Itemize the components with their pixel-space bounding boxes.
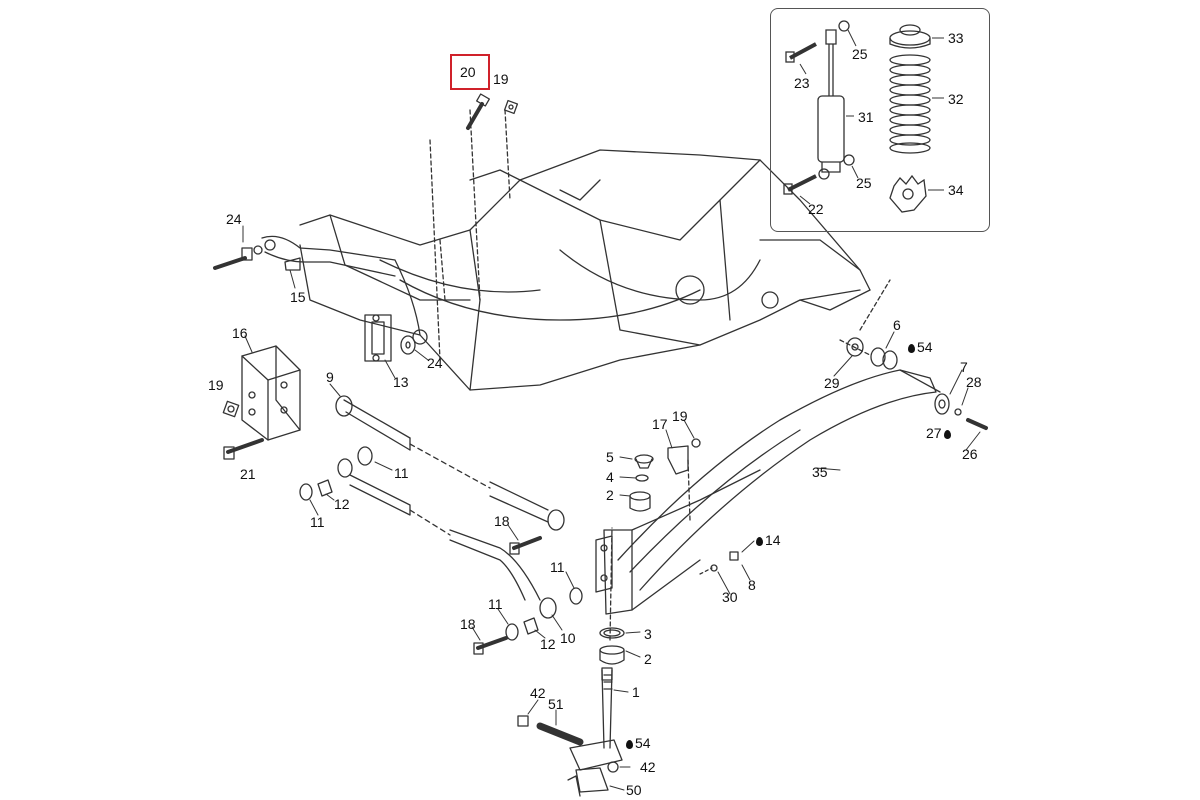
callout-11: 11 [394,465,409,481]
callout-18: 18 [460,616,476,632]
callout-7: 7 [960,359,968,375]
bolt-22 [783,174,817,195]
callout-23: 23 [794,75,810,91]
bolt-21 [223,438,264,460]
callout-15: 15 [290,289,306,305]
lubricant-drop-icon [626,740,633,749]
bracket-15 [261,235,428,345]
spring-seat-33 [889,24,931,49]
washers-25 [818,20,855,180]
spindle-stack [569,454,654,771]
washer-19-top [503,99,519,115]
spring-32 [889,54,931,154]
lubricant-drop-icon [943,430,951,439]
ski-50 [567,767,609,797]
callout-29: 29 [824,375,840,391]
callout-14: 14 [756,533,781,547]
callout-21: 21 [240,466,256,482]
callout-17: 17 [652,416,668,432]
inset-parts [783,20,944,213]
callout-19: 19 [672,408,688,424]
callout-12: 12 [540,636,556,652]
callout-25: 25 [856,175,872,191]
callout-26: 26 [962,446,978,462]
callout-13: 13 [393,374,409,390]
callout-54: 54 [626,736,651,750]
leader-lines [242,225,981,791]
callout-6: 6 [893,317,901,333]
washer-24-right [400,335,416,355]
bracket-17 [667,438,701,521]
bolt-23 [785,42,817,63]
mount-13 [364,314,392,362]
callout-1: 1 [632,684,640,700]
bushing-6 [839,279,898,370]
bolt-20 [466,93,490,130]
callout-2: 2 [644,651,652,667]
callout-25: 25 [852,46,868,62]
callout-31: 31 [858,109,874,125]
callout-33: 33 [948,30,964,46]
callout-18: 18 [494,513,510,529]
washer-7 [934,393,988,430]
callout-2: 2 [606,487,614,503]
callout-32: 32 [948,91,964,107]
highlight-box [450,54,490,90]
callout-22: 22 [808,201,824,217]
shock-absorber-31 [817,29,845,173]
upper-arm-9 [335,395,565,531]
callout-28: 28 [966,374,982,390]
callout-3: 3 [644,626,652,642]
callout-19: 19 [493,71,509,87]
callout-8: 8 [748,577,756,593]
callout-4: 4 [606,469,614,485]
bolt-24-left [213,245,263,270]
adjuster-34 [889,174,927,213]
callout-24: 24 [427,355,443,371]
callout-11: 11 [550,559,565,575]
block-16 [241,345,301,441]
callout-51: 51 [548,696,564,712]
callout-5: 5 [606,449,614,465]
fastener-8-30 [699,551,739,575]
spindle-housing [595,469,761,615]
callout-42: 42 [640,759,656,775]
chassis-frame [299,109,871,391]
bushings-11-12 [299,479,539,641]
callout-9: 9 [326,369,334,385]
callout-11: 11 [488,596,503,612]
callout-20: 20 [460,64,476,80]
inset-leaders [799,29,944,205]
callout-27: 27 [926,426,953,440]
trailing-arm-35 [617,369,941,591]
callout-34: 34 [948,182,964,198]
callout-11: 11 [310,514,325,530]
callout-35: 35 [812,464,828,480]
bolts-18 [473,536,542,655]
lubricant-drop-icon [908,344,915,353]
callout-30: 30 [722,589,738,605]
callout-19: 19 [208,377,224,393]
callout-54: 54 [908,340,933,354]
callout-16: 16 [232,325,248,341]
callout-24: 24 [226,211,242,227]
callout-50: 50 [626,782,642,798]
lower-arm-10 [337,446,583,619]
callout-42: 42 [530,685,546,701]
nut-19-left [222,400,240,418]
pin-51 [517,715,619,773]
callout-10: 10 [560,630,576,646]
lubricant-drop-icon [756,537,763,546]
callout-12: 12 [334,496,350,512]
